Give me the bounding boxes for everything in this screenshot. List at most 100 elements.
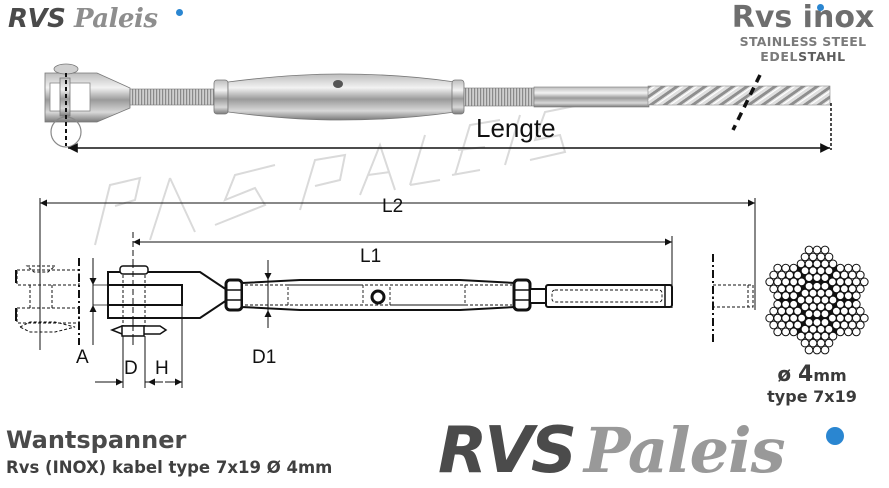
cable-wire	[765, 313, 775, 323]
cable-wire	[820, 345, 830, 355]
cable-wire	[793, 270, 803, 280]
cable-wire	[812, 281, 822, 291]
cable-wire	[800, 252, 810, 262]
cable-wire	[835, 277, 845, 287]
cable-spec: ø 4mm type 7x19	[752, 362, 872, 406]
cable-wire	[828, 331, 838, 341]
diameter-unit: mm	[813, 366, 847, 385]
cable-wire	[812, 331, 822, 341]
cable-wire	[851, 313, 861, 323]
cable-wire	[820, 259, 830, 269]
cable-wire	[859, 277, 869, 287]
cable-wire	[773, 313, 783, 323]
cable-wire	[843, 277, 853, 287]
cable-wire	[800, 324, 810, 334]
cable-wire	[781, 299, 791, 309]
cable-wire	[820, 273, 830, 283]
product-title: Wantspanner	[6, 426, 187, 454]
inox-title: Rvs inox	[731, 0, 875, 35]
cable-wire	[851, 291, 861, 301]
cable-wire	[797, 313, 807, 323]
cable-wire	[777, 320, 787, 330]
cable-wire	[800, 266, 810, 276]
cable-wire	[835, 313, 845, 323]
cable-wire	[820, 281, 830, 291]
cable-wire	[796, 331, 806, 341]
cable-wire	[827, 313, 837, 323]
cable-wire	[781, 277, 791, 287]
cable-wire	[820, 295, 830, 305]
inox-badge: Rvs inox STAINLESS STEEL EDELSTAHL	[723, 0, 883, 65]
product-subtitle: Rvs (INOX) kabel type 7x19 Ø 4mm	[6, 458, 333, 477]
cable-wire	[843, 263, 853, 273]
cable-wire	[773, 277, 783, 287]
cable-wire	[812, 345, 822, 355]
cable-wire	[781, 313, 791, 323]
cable-wire	[773, 263, 783, 273]
cable-wire	[851, 327, 861, 337]
cable-wire	[816, 338, 826, 348]
inox-line-edelstahl: EDELSTAHL	[723, 49, 883, 64]
cable-wire	[789, 299, 799, 309]
cable-wire	[812, 273, 822, 283]
cable-wire	[855, 284, 865, 294]
l2-label: L2	[382, 196, 403, 217]
cable-wire	[835, 299, 845, 309]
cable-wire	[804, 273, 814, 283]
cable-wire	[781, 327, 791, 337]
cable-wire	[847, 270, 857, 280]
cable-wire	[804, 317, 814, 327]
cable-wire	[769, 306, 779, 316]
cable-wire	[824, 252, 834, 262]
cable-wire	[859, 313, 869, 323]
cable-wire	[827, 277, 837, 287]
diameter-symbol: ø	[777, 362, 792, 386]
diameter-value: 4	[798, 362, 814, 387]
lengte-label: Lengte	[476, 113, 556, 143]
inox-line-stainless: STAINLESS STEEL	[739, 34, 867, 49]
cable-wire	[789, 277, 799, 287]
inox-dot-icon	[817, 4, 824, 11]
cable-wire	[835, 263, 845, 273]
big-logo-paleis: Paleis	[583, 414, 786, 487]
cable-wire	[839, 284, 849, 294]
cable-wire	[785, 270, 795, 280]
logo-dot-icon	[176, 9, 183, 16]
cable-wire	[808, 288, 818, 298]
cable-wire	[847, 284, 857, 294]
cable-wire	[816, 288, 826, 298]
cable-wire	[804, 295, 814, 305]
cable-wire	[793, 306, 803, 316]
cable-wire	[824, 324, 834, 334]
cable-wire	[820, 245, 830, 255]
cable-wire	[812, 317, 822, 327]
cable-wire	[812, 309, 822, 319]
cable-wire	[804, 309, 814, 319]
cable-wire	[843, 291, 853, 301]
cable-wire	[831, 270, 841, 280]
big-logo-dot-icon	[826, 427, 844, 445]
cable-wire	[785, 320, 795, 330]
cable-wire	[820, 331, 830, 341]
edel-text: EDEL	[760, 49, 799, 64]
cable-wire	[847, 320, 857, 330]
cable-wire	[824, 266, 834, 276]
stahl-text: STAHL	[798, 49, 846, 64]
cable-wire	[812, 245, 822, 255]
cable-wire	[804, 259, 814, 269]
cable-wire	[781, 263, 791, 273]
cable-wire	[789, 291, 799, 301]
d1-label: D1	[252, 347, 276, 368]
cable-wire	[773, 299, 783, 309]
cable-wire	[835, 291, 845, 301]
cable-wire	[824, 338, 834, 348]
cable-wire	[777, 284, 787, 294]
cable-wire	[785, 306, 795, 316]
cable-wire	[804, 245, 814, 255]
cable-wire	[843, 299, 853, 309]
cable-wire	[812, 259, 822, 269]
cable-wire	[843, 313, 853, 323]
cable-wire	[828, 295, 838, 305]
logo-rvs-text: RVS	[8, 4, 66, 34]
